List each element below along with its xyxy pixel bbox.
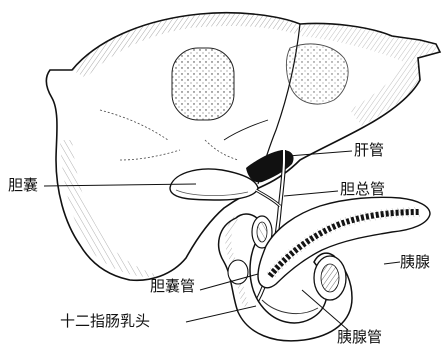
label-duodenal-papilla: 十二指肠乳头 [60, 313, 150, 329]
leader-pancreas [384, 262, 400, 264]
label-gallbladder: 胆囊 [8, 177, 38, 193]
label-cystic-duct: 胆囊管 [150, 278, 195, 294]
label-pancreatic-duct: 胰腺管 [337, 329, 382, 345]
label-pancreas: 胰腺 [400, 254, 430, 270]
label-hepatic-duct: 肝管 [354, 142, 384, 158]
label-common-bile-duct: 胆总管 [340, 181, 385, 197]
leader-common-bile-duct [284, 191, 338, 196]
